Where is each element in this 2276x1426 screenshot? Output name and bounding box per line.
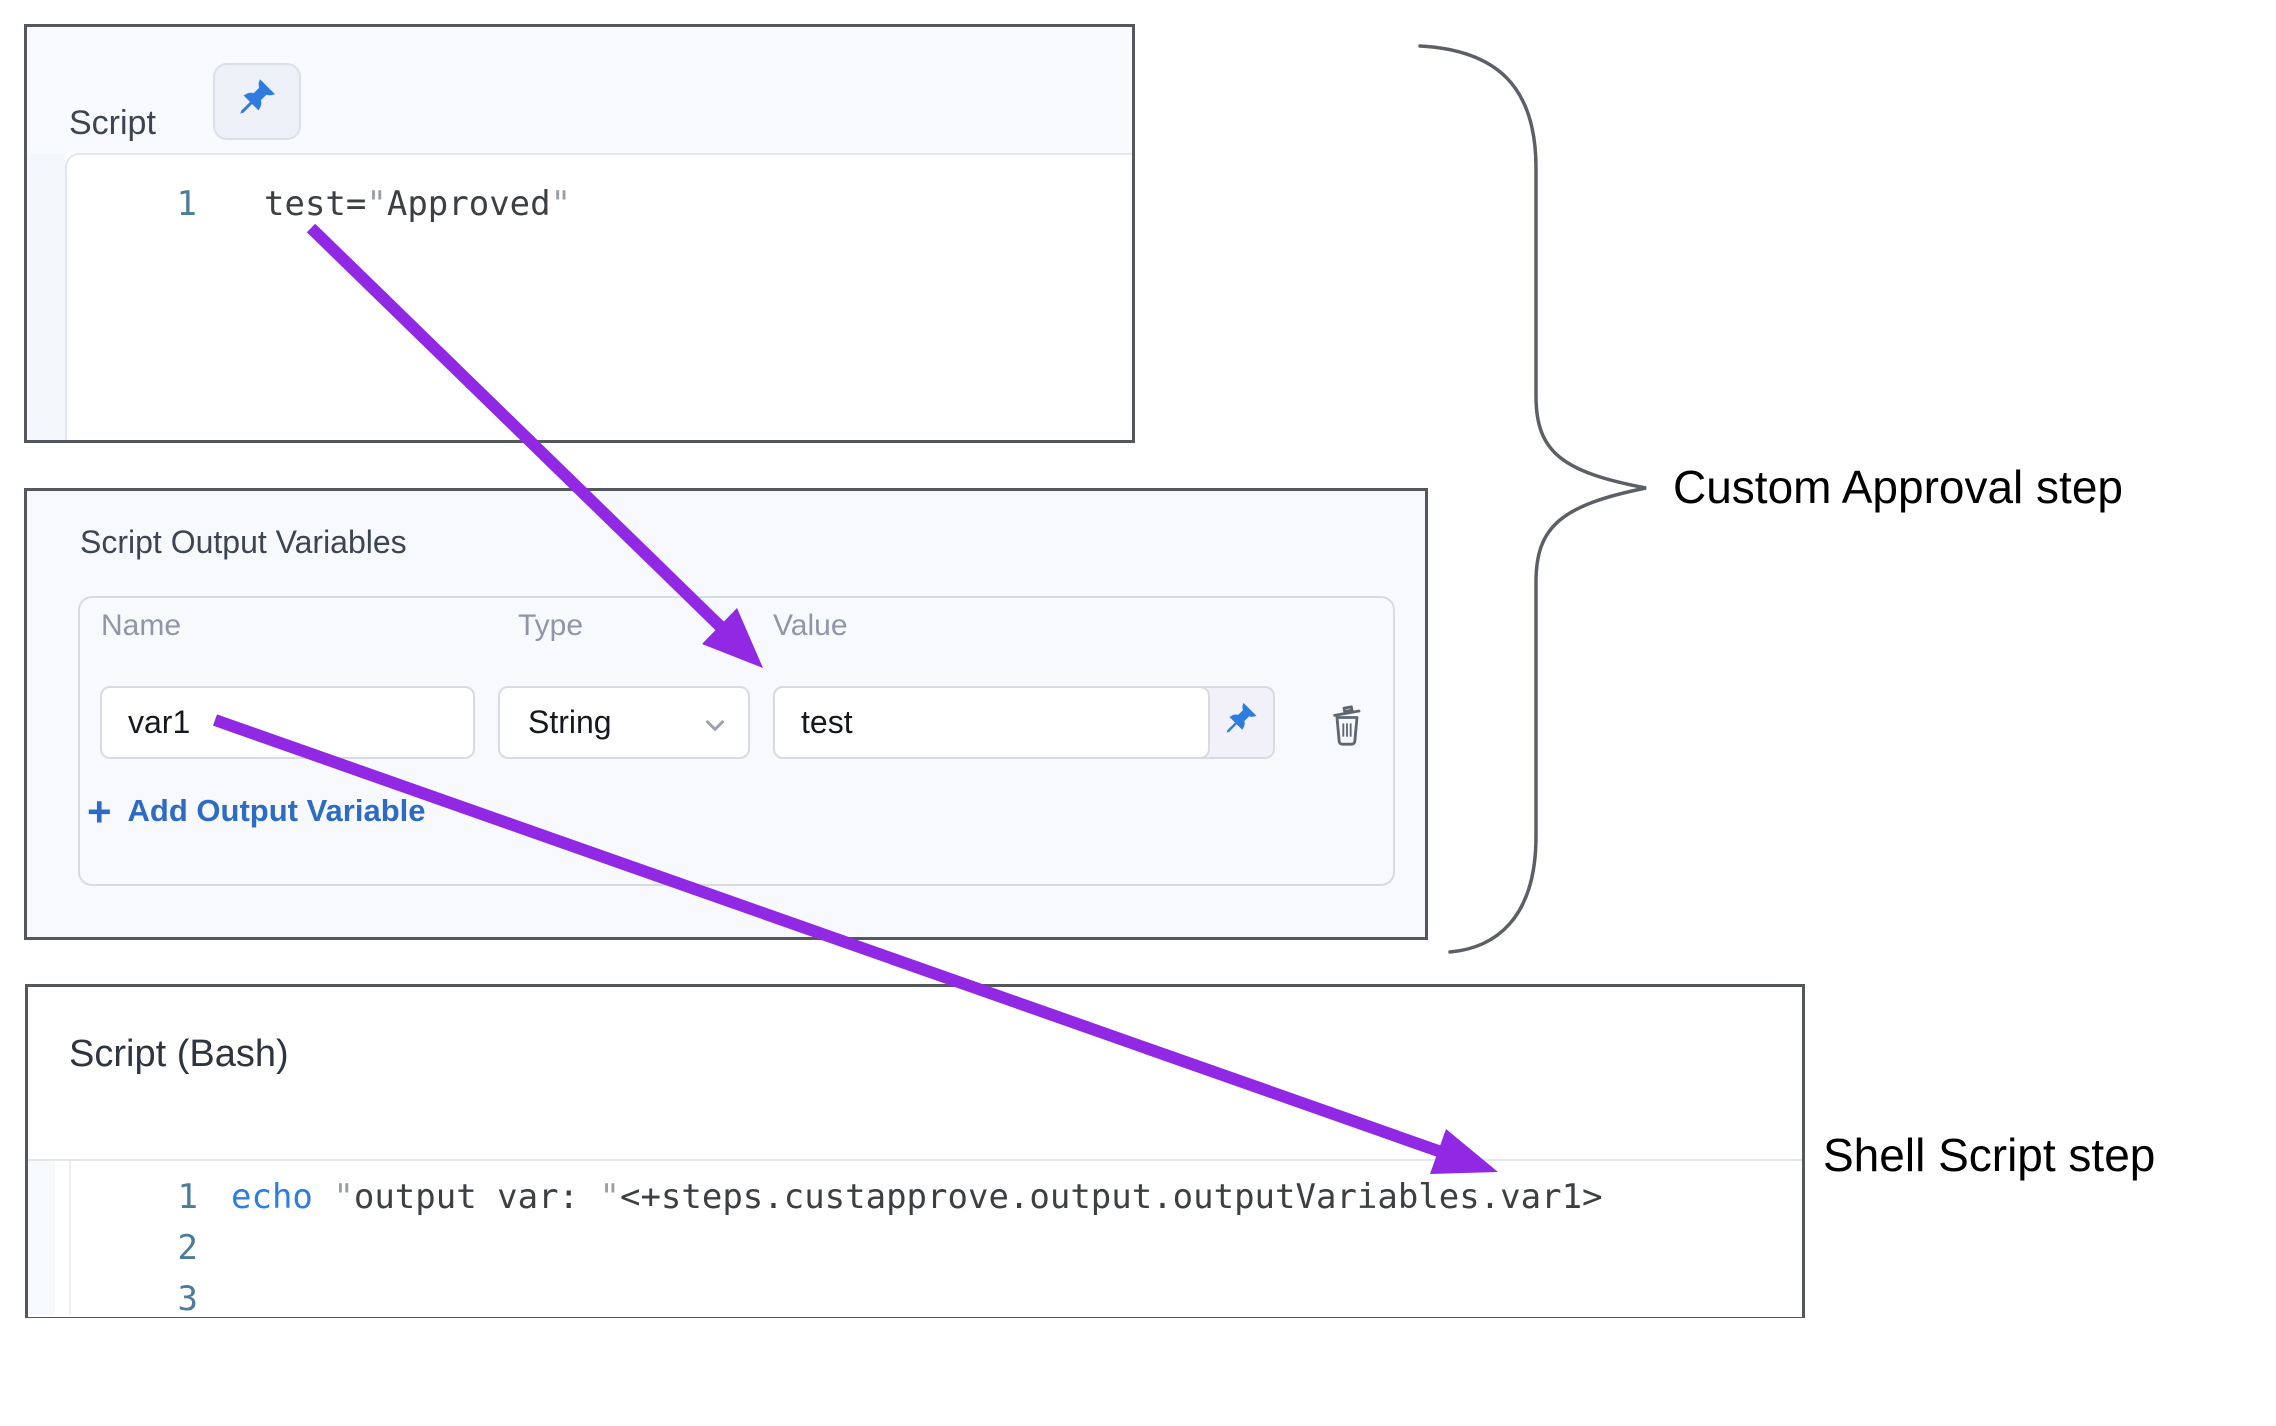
- line-number: 1: [176, 184, 197, 224]
- code-line: test="Approved": [264, 184, 572, 224]
- output-variables-title: Script Output Variables: [80, 524, 407, 560]
- pushpin-icon: [1222, 701, 1260, 744]
- pin-button[interactable]: [213, 63, 301, 140]
- editor-left-strip: [28, 1161, 55, 1315]
- chevron-down-icon: [700, 710, 730, 745]
- variable-name-input[interactable]: [100, 686, 475, 759]
- custom-approval-step-label: Custom Approval step: [1673, 461, 2124, 513]
- script-panel: Script 1 test="Approved": [24, 24, 1135, 443]
- variable-value-input[interactable]: [773, 686, 1210, 759]
- editor-left-strip: [27, 153, 65, 440]
- plus-icon: +: [87, 787, 112, 835]
- variable-type-select[interactable]: String: [498, 686, 750, 759]
- line-numbers: 1 2 3: [177, 1177, 198, 1319]
- add-output-variable-label: Add Output Variable: [127, 793, 426, 828]
- script-panel-title: Script: [69, 104, 156, 142]
- output-variables-panel: Script Output Variables Name Type Value …: [24, 488, 1428, 940]
- column-label-type: Type: [518, 609, 584, 642]
- script-panel-header: [27, 27, 1132, 153]
- curly-brace: [1418, 44, 1647, 954]
- add-output-variable-button[interactable]: + Add Output Variable: [87, 787, 426, 835]
- bash-panel: Script (Bash) 1 2 3 echo "output var: "<…: [25, 984, 1805, 1319]
- variable-type-value: String: [528, 704, 612, 740]
- bash-panel-title: Script (Bash): [69, 1033, 289, 1075]
- value-pin-button[interactable]: [1208, 688, 1273, 757]
- variable-value-field: [773, 686, 1275, 759]
- script-code-editor[interactable]: [65, 153, 1132, 440]
- column-label-name: Name: [101, 609, 182, 642]
- pushpin-icon: [235, 77, 279, 126]
- bash-code-editor[interactable]: [28, 1159, 1802, 1317]
- column-label-value: Value: [773, 609, 848, 642]
- gutter-divider: [69, 1161, 71, 1315]
- delete-variable-button[interactable]: [1327, 701, 1367, 752]
- trash-icon: [1327, 705, 1367, 752]
- code-line: echo "output var: "<+steps.custapprove.o…: [231, 1177, 1603, 1217]
- shell-script-step-label: Shell Script step: [1823, 1129, 2156, 1181]
